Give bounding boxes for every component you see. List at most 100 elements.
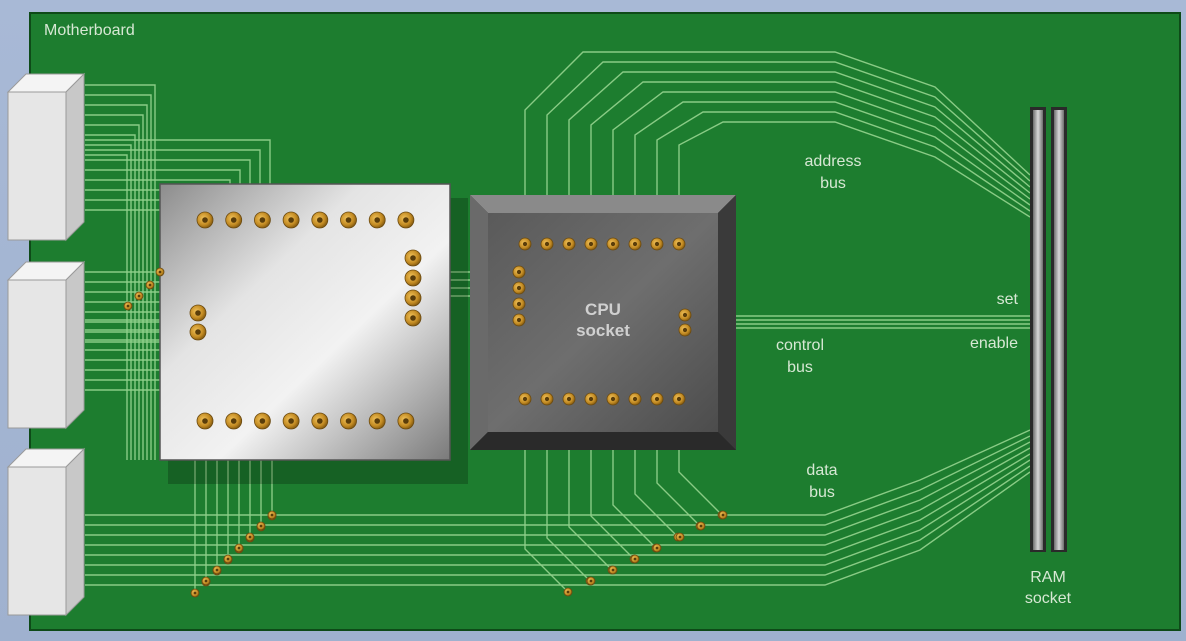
trace	[524, 51, 1031, 195]
pin	[608, 565, 618, 575]
pin	[368, 211, 386, 229]
ram-label-line2: socket	[1025, 590, 1072, 607]
pin	[196, 211, 214, 229]
trace	[678, 121, 1031, 218]
pin	[145, 280, 155, 290]
trace	[85, 179, 231, 184]
pin	[267, 510, 277, 520]
pin	[404, 249, 422, 267]
pin	[311, 211, 329, 229]
pin	[650, 237, 664, 251]
circuit-traces	[85, 51, 1031, 593]
trace	[590, 81, 1031, 195]
trace	[656, 111, 1031, 212]
trace	[85, 154, 128, 460]
pin	[340, 412, 357, 430]
connector-block	[6, 447, 86, 617]
trace	[85, 159, 251, 184]
pin	[652, 543, 662, 553]
control-bus-label-line1: control	[776, 337, 824, 354]
pin	[512, 265, 526, 279]
pin	[212, 565, 222, 575]
pin	[340, 211, 357, 229]
pin	[189, 304, 207, 322]
pin	[397, 412, 415, 430]
trace	[656, 450, 701, 527]
pin	[606, 237, 620, 251]
trace	[524, 450, 569, 593]
trace	[85, 459, 1031, 566]
trace	[85, 149, 261, 184]
pin	[282, 211, 300, 229]
pin	[512, 297, 526, 311]
pin	[189, 323, 207, 341]
pin	[225, 211, 243, 229]
trace	[634, 450, 679, 538]
pin	[190, 588, 200, 598]
trace	[85, 471, 1031, 586]
pins	[123, 211, 728, 598]
set-signal-label: set	[997, 291, 1019, 308]
pin	[234, 543, 244, 553]
pin	[606, 392, 620, 406]
data-bus-label-line2: bus	[809, 484, 835, 501]
cpu-label-line2: socket	[576, 321, 630, 340]
pin	[584, 237, 598, 251]
pin	[563, 587, 573, 597]
cpu-socket: CPU socket	[470, 195, 736, 450]
pin	[196, 412, 214, 430]
trace	[85, 447, 1031, 546]
pin	[630, 554, 640, 564]
pin	[678, 323, 692, 337]
pin	[256, 521, 266, 531]
pin	[404, 289, 422, 307]
trace	[85, 134, 136, 460]
pin	[696, 521, 706, 531]
pin	[628, 392, 642, 406]
pin	[562, 237, 576, 251]
pin	[672, 237, 686, 251]
pin	[584, 392, 598, 406]
pin	[282, 412, 300, 430]
pin	[518, 237, 532, 251]
pin	[672, 392, 686, 406]
pin	[404, 309, 422, 327]
trace	[612, 450, 657, 549]
pin	[311, 412, 329, 430]
connector-block	[6, 260, 86, 430]
cpu-label-line1: CPU	[585, 300, 621, 319]
pin	[225, 412, 243, 430]
enable-signal-label: enable	[970, 335, 1018, 352]
pin	[134, 291, 144, 301]
pin	[512, 281, 526, 295]
pin	[397, 211, 415, 229]
trace	[546, 61, 1031, 195]
pin	[540, 237, 554, 251]
address-bus-label-line2: bus	[820, 175, 846, 192]
ram-label-line1: RAM	[1030, 569, 1066, 586]
pin	[155, 267, 165, 277]
trace	[85, 94, 152, 460]
pin	[201, 576, 211, 586]
pin	[245, 532, 255, 542]
trace	[546, 450, 591, 582]
trace	[85, 435, 1031, 526]
address-bus-label-line1: address	[805, 153, 862, 170]
pin	[540, 392, 554, 406]
pin	[650, 392, 664, 406]
trace	[85, 441, 1031, 536]
pin	[223, 554, 233, 564]
trace	[85, 169, 241, 184]
trace	[678, 450, 723, 516]
pin	[562, 392, 576, 406]
trace	[85, 453, 1031, 556]
control-bus-label-line2: bus	[787, 359, 813, 376]
board-label: Motherboard	[44, 22, 135, 39]
pin	[718, 510, 728, 520]
trace	[85, 124, 140, 460]
pin	[512, 313, 526, 327]
pin	[368, 412, 386, 430]
pin	[586, 576, 596, 586]
trace	[85, 429, 1031, 516]
